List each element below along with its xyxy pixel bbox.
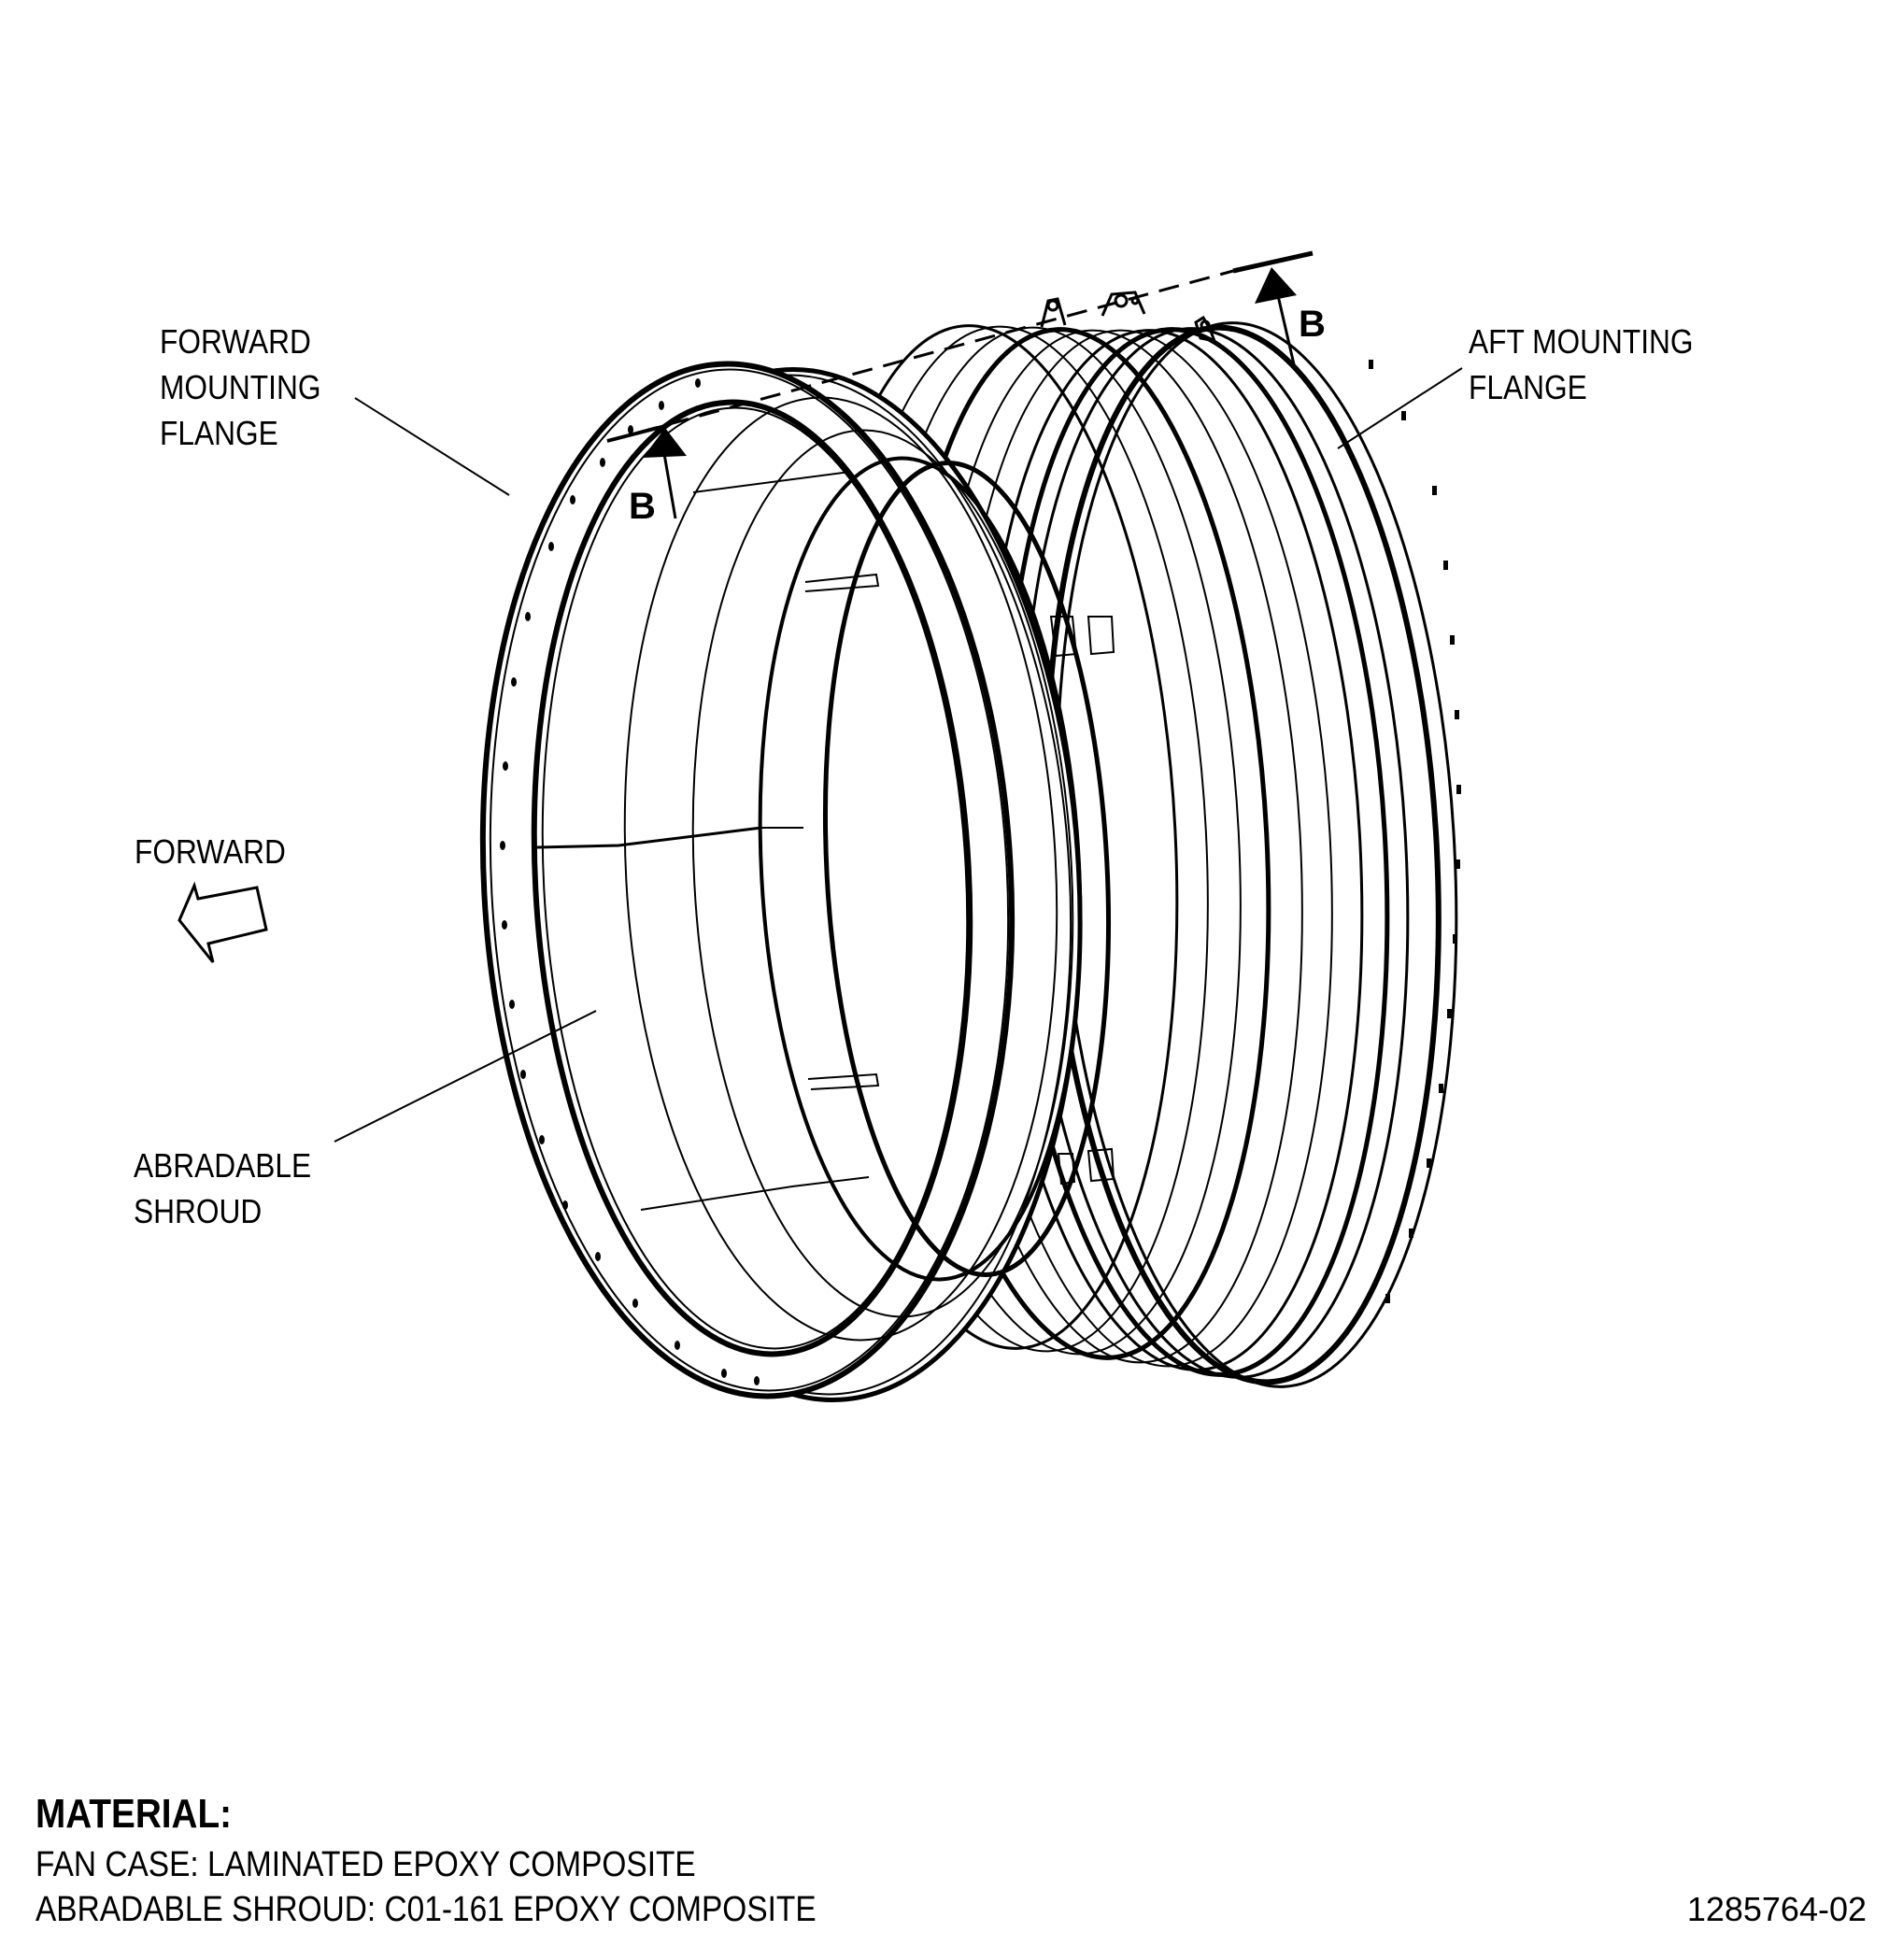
material-abradable-shroud: ABRADABLE SHROUD: C01-161 EPOXY COMPOSIT… [36,1890,817,1929]
material-heading: MATERIAL: [36,1791,233,1837]
abradable-shroud-panels [536,396,1112,1342]
section-b-line [606,250,1314,519]
forward-arrow-icon [178,881,268,963]
section-marker-right: B [1299,304,1326,345]
shroud-retaining-clips [1049,616,1115,1186]
abradable-shroud-label: ABRADABLE SHROUD [134,1146,312,1230]
forward-mounting-flange-label: FORWARD MOUNTING FLANGE [160,322,321,452]
aft-flange-bolt-holes [1369,360,1461,1303]
forward-flange [479,361,1083,1402]
aft-mounting-flange-label: AFT MOUNTING FLANGE [1469,322,1694,406]
leader-lines [334,367,1463,1143]
section-marker-left: B [629,486,656,527]
drawing-number: 1285764-02 [1686,1890,1867,1928]
forward-flange-bolt-holes [500,378,760,1385]
material-fan-case: FAN CASE: LAMINATED EPOXY COMPOSITE [36,1845,696,1884]
forward-direction-label: FORWARD [135,832,286,871]
